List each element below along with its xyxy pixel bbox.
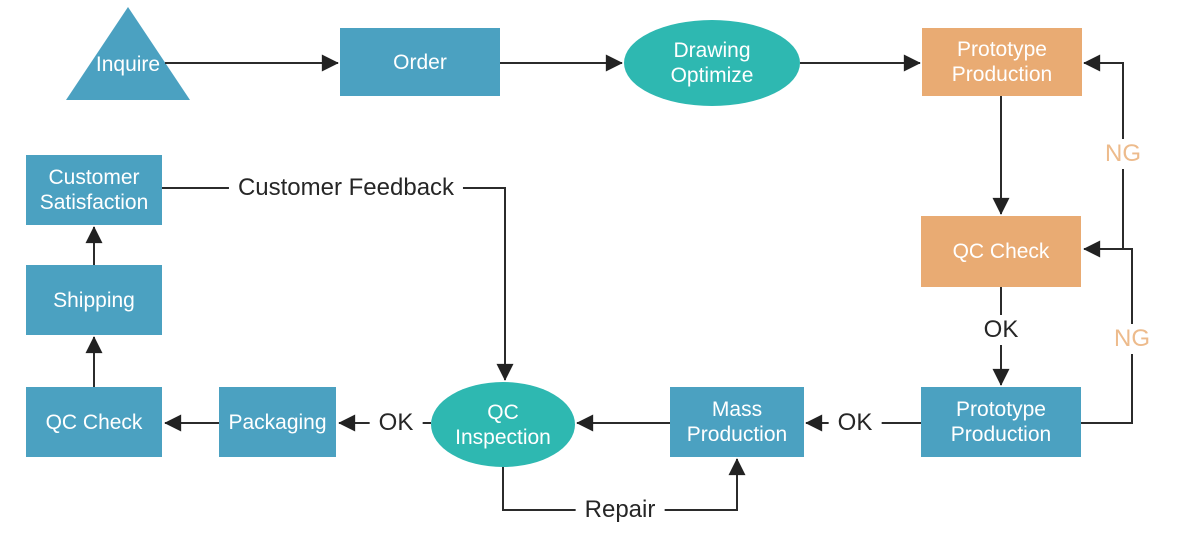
node-order: Order: [340, 28, 500, 96]
node-prototype-production-top: Prototype Production: [922, 28, 1082, 96]
edge-ng-to-prototype-top: [1083, 54, 1124, 249]
node-shipping: Shipping: [26, 265, 162, 335]
edge-label-repair: Repair: [575, 495, 665, 525]
node-drawing-optimize: Drawing Optimize: [624, 20, 800, 106]
node-qc-check-right: QC Check: [921, 216, 1081, 287]
edge-label-ng-to-prototype-top: NG: [1099, 139, 1147, 169]
inquire-triangle-shape: [66, 7, 190, 100]
node-qc-inspection: QC Inspection: [431, 382, 575, 467]
edge-label-ok-qc-to-prototype: OK: [974, 315, 1028, 345]
node-qc-inspection-label: QC Inspection: [455, 400, 551, 449]
node-prototype-production-bottom: Prototype Production: [921, 387, 1081, 457]
node-qc-check-left: QC Check: [26, 387, 162, 457]
node-packaging: Packaging: [219, 387, 336, 457]
node-customer-satisfaction: Customer Satisfaction: [26, 155, 162, 225]
edge-customer-feedback: [162, 187, 514, 381]
node-drawing-optimize-label: Drawing Optimize: [670, 39, 754, 87]
edge-label-ok-prototype-to-mass: OK: [828, 408, 882, 438]
edge-label-customer-feedback: Customer Feedback: [228, 173, 464, 203]
node-mass-production: Mass Production: [670, 387, 804, 457]
edge-label-ok-inspection-to-packaging: OK: [369, 408, 423, 438]
edge-label-ng-to-qc-check: NG: [1108, 324, 1156, 354]
node-inquire: Inquire: [95, 53, 161, 76]
